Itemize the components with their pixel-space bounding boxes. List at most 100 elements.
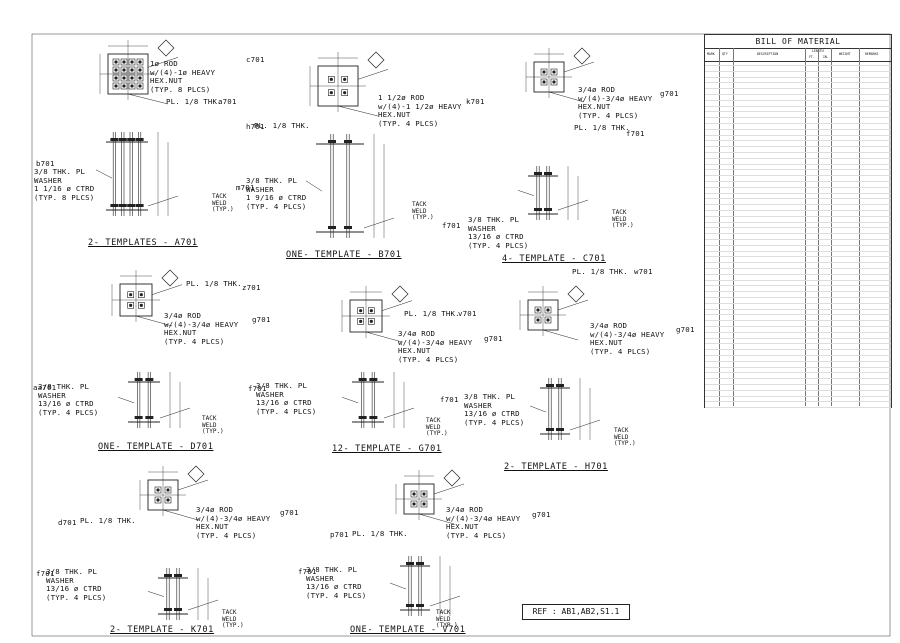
template-d-leader <box>135 315 173 327</box>
bom-row-line <box>705 337 891 339</box>
template-d-nut <box>138 302 145 309</box>
template-h-section-marker <box>567 285 585 303</box>
bom-row-line <box>705 111 891 113</box>
bom-row-line <box>705 82 891 84</box>
bom-row-line <box>705 215 891 217</box>
template-v-plate-mark: p701 <box>330 530 349 539</box>
template-d-elev-nut <box>145 378 154 381</box>
template-h-nut <box>534 316 542 324</box>
bom-header-in: IN. <box>823 55 829 59</box>
template-c-elev-leader <box>517 190 535 196</box>
template-d-washer-note: 3/8 THK. PL WASHER 13/16 ø CTRD (TYP. 4 … <box>38 382 99 417</box>
template-g-nut <box>357 307 364 314</box>
template-k-plate-note: PL. 1/8 THK. <box>80 516 136 525</box>
template-g-elev-nut <box>369 416 378 419</box>
bom-row-line <box>705 239 891 240</box>
template-v-nut <box>410 490 418 498</box>
template-b-elev-nut <box>344 140 352 143</box>
template-v-leader <box>433 483 465 495</box>
template-d-rod-hole <box>139 293 143 297</box>
template-d-rod-hole <box>129 303 133 307</box>
template-h-elev-leader <box>569 419 601 431</box>
template-a-elev-nut <box>118 204 127 207</box>
template-g-rod-mark: g701 <box>484 334 503 343</box>
template-k-leader <box>162 509 199 521</box>
template-a-plate-note: PL. 1/8 THK. <box>166 97 222 106</box>
template-b-leader <box>337 105 379 117</box>
bom-row-line <box>705 389 891 391</box>
template-h-elev-nut <box>546 384 554 387</box>
bom-row-line <box>705 349 891 351</box>
template-b-rod-hole <box>343 91 347 95</box>
template-k-rod-hole <box>156 488 160 492</box>
template-b-rod-hole <box>329 77 333 81</box>
template-g-washer-mark: f701 <box>248 384 267 393</box>
template-k-title: 2- TEMPLATE - K701 <box>110 625 214 635</box>
template-g-elev-nut <box>369 378 378 381</box>
template-k-elev-nut <box>174 608 182 611</box>
template-a-rod-hole <box>114 84 118 88</box>
template-a-elev-leader <box>95 169 113 179</box>
template-g-plate-mark: v701 <box>458 309 477 318</box>
template-h-nut <box>544 316 552 324</box>
bom-header-length: LENGTH <box>812 49 824 53</box>
bom-row-line <box>705 88 891 90</box>
template-a-nut <box>136 82 144 90</box>
template-h-rod-mark: g701 <box>676 325 695 334</box>
template-c-nut <box>550 78 558 86</box>
bom-row-line <box>705 244 891 246</box>
template-b-rod-hole <box>329 91 333 95</box>
template-c-nut <box>540 68 548 76</box>
tack-weld-note-c: TACK WELD (TYP.) <box>612 209 634 229</box>
bom-row-line <box>705 343 891 345</box>
template-a-nut <box>120 82 128 90</box>
template-g-section-marker <box>391 285 409 303</box>
template-d-section-marker <box>161 269 179 287</box>
template-v-rod-note: 3/4ø ROD w/(4)-3/4ø HEAVY HEX.NUT (TYP. … <box>446 505 521 540</box>
template-h-nut <box>544 306 552 314</box>
template-c-elev-nut <box>544 172 552 175</box>
tack-weld-note-d: TACK WELD (TYP.) <box>202 415 224 435</box>
template-a-elev-nut <box>110 138 119 141</box>
template-v-rod-hole <box>422 502 426 506</box>
template-b-plate-note: PL. 1/8 THK. <box>254 121 310 130</box>
template-a-rod-hole <box>122 60 126 64</box>
template-g-leader <box>365 331 403 343</box>
template-g-rod-hole <box>359 309 363 313</box>
template-b-washer-note: 3/8 THK. PL WASHER 1 9/16 ø CTRD (TYP. 4… <box>246 176 307 211</box>
template-g-elev-leader <box>383 407 415 419</box>
bom-header-description: DESCRIPTION <box>757 52 779 56</box>
template-h-elev-nut <box>546 428 554 431</box>
template-k-nut <box>164 486 172 494</box>
bom-row-line <box>705 146 891 148</box>
bom-row-line <box>705 123 891 124</box>
template-a-nut <box>112 74 120 82</box>
bom-header-ft: FT. <box>809 55 815 59</box>
reference-box: REF : AB1,AB2,S1.1 <box>522 604 630 620</box>
template-b-elev-nut <box>344 226 352 229</box>
bom-row-line <box>705 355 891 356</box>
bom-row-line <box>705 273 891 275</box>
template-a-nut <box>136 66 144 74</box>
template-a-rod-note: 1ø ROD w/(4)-1ø HEAVY HEX.NUT (TYP. 8 PL… <box>150 59 216 94</box>
bom-title: BILL OF MATERIAL <box>705 35 891 49</box>
template-a-washer-note: 3/8 THK. PL WASHER 1 1/16 ø CTRD (TYP. 8… <box>34 167 95 202</box>
template-v-leader <box>418 513 455 525</box>
bom-row-line <box>705 227 891 229</box>
template-c-title: 4- TEMPLATE - C701 <box>502 254 606 264</box>
template-a-rod-hole <box>122 68 126 72</box>
template-a-rod-hole <box>138 60 142 64</box>
tack-weld-note-k: TACK WELD (TYP.) <box>222 609 244 629</box>
template-v-rod-hole <box>422 492 426 496</box>
template-a-rod-hole <box>122 76 126 80</box>
template-k-washer-note: 3/8 THK. PL WASHER 13/16 ø CTRD (TYP. 4 … <box>46 567 107 602</box>
template-h-washer-mark: f701 <box>440 395 459 404</box>
bom-row-line <box>705 175 891 177</box>
template-h-title: 2- TEMPLATE - H701 <box>504 462 608 472</box>
template-a-elev-nut <box>127 204 136 207</box>
bom-row-line <box>705 401 891 403</box>
template-a-elev-leader <box>147 195 179 207</box>
template-c-elev-nut <box>534 172 542 175</box>
bom-row-line <box>705 320 891 322</box>
template-c-nut <box>540 78 548 86</box>
